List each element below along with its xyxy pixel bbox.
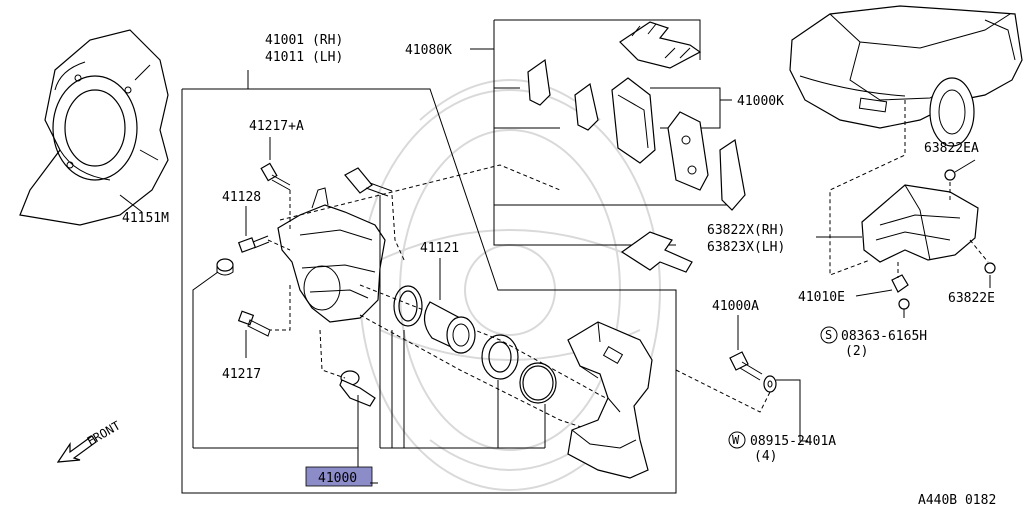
part-label-08363[interactable]: 08363-6165H — [841, 329, 927, 344]
symbol-s: S — [825, 328, 832, 342]
part-label-08915[interactable]: 08915-2401A — [750, 434, 836, 449]
slide-pin-part[interactable] — [344, 167, 393, 197]
part-label-41000a[interactable]: 41000A — [712, 299, 759, 314]
bleeder-41128-part[interactable] — [237, 235, 270, 253]
part-label-63822e[interactable]: 63822E — [948, 291, 995, 306]
caliper-body-part[interactable] — [277, 187, 386, 323]
diagram-reference-code: A440B 0182 — [918, 493, 996, 508]
part-label-41001-rh[interactable]: 41001 (RH) — [265, 33, 343, 48]
washer-08915-part[interactable] — [763, 375, 777, 393]
part-label-41151m[interactable]: 41151M — [122, 211, 169, 226]
front-label: FRONT — [85, 418, 123, 448]
front-direction-arrow — [56, 435, 97, 463]
cap-part[interactable] — [216, 258, 234, 276]
shim-left-part[interactable] — [527, 58, 551, 106]
screw-08363-part[interactable] — [898, 298, 910, 318]
part-label-41128[interactable]: 41128 — [222, 190, 261, 205]
pad-kit-frame — [470, 19, 732, 246]
bolt-41217a-part[interactable] — [260, 162, 291, 191]
assembly-leaders — [193, 195, 546, 467]
part-41000-highlight[interactable]: 41000 — [305, 466, 378, 487]
part-label-41000k[interactable]: 41000K — [737, 94, 784, 109]
retaining-ring-part[interactable] — [519, 362, 557, 404]
pad-clip-upper-part[interactable] — [619, 21, 702, 69]
symbol-w: W — [732, 433, 740, 447]
dust-shield-part[interactable] — [19, 29, 169, 226]
guide-pin-part[interactable] — [339, 370, 376, 407]
caliper-bracket-part[interactable] — [567, 321, 653, 479]
part-label-41011-lh[interactable]: 41011 (LH) — [265, 50, 343, 65]
part-label-63822x-rh[interactable]: 63822X(RH) — [707, 223, 785, 238]
vehicle-illustration — [789, 5, 1023, 147]
brake-pad-outer-part[interactable] — [667, 111, 709, 191]
shim-right-part[interactable] — [719, 138, 746, 211]
qty-08915: (4) — [754, 449, 777, 464]
piston-boot-part[interactable] — [481, 334, 519, 380]
shim-mid-part[interactable] — [574, 82, 599, 131]
seal-ring-part[interactable] — [393, 285, 423, 327]
clip-63822ea-part[interactable] — [944, 159, 976, 181]
clip-63822e-part[interactable] — [984, 262, 996, 274]
part-label-41010e[interactable]: 41010E — [798, 290, 845, 305]
part-label-41000[interactable]: 41000 — [318, 471, 357, 486]
caliper-assembly-frame — [181, 70, 677, 494]
part-label-63823x-lh[interactable]: 63823X(LH) — [707, 240, 785, 255]
pin-41217-part[interactable] — [237, 310, 271, 337]
pad-clip-lower-part[interactable] — [620, 231, 693, 273]
part-label-63822ea[interactable]: 63822EA — [924, 141, 979, 156]
part-label-41217a[interactable]: 41217+A — [249, 119, 304, 134]
piston-41121-part[interactable] — [423, 301, 476, 354]
part-label-41080k[interactable]: 41080K — [405, 43, 452, 58]
bracket-41010e-part[interactable] — [891, 274, 909, 293]
part-label-41121[interactable]: 41121 — [420, 241, 459, 256]
bolt-41000a-part[interactable] — [729, 351, 763, 381]
part-label-41217[interactable]: 41217 — [222, 367, 261, 382]
qty-08363: (2) — [845, 344, 868, 359]
brake-pad-inner-part[interactable] — [611, 77, 656, 164]
splash-guard-part[interactable] — [861, 184, 979, 263]
